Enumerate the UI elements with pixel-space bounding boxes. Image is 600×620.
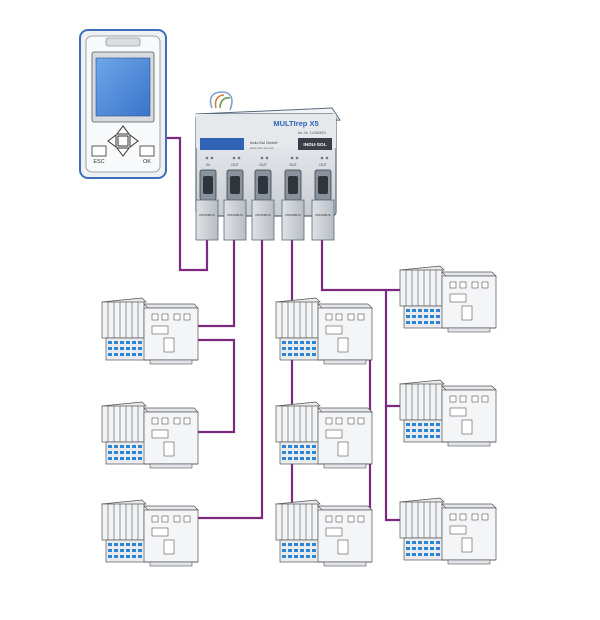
station-left-1 [101,297,199,365]
station-right-2 [399,379,497,447]
cable-handheld [165,136,209,272]
station-center-2 [275,401,373,469]
svg-text:PROFIBUS: PROFIBUS [227,213,242,217]
port-label-3: OUT [259,163,267,167]
cable-left-c [195,240,264,520]
dpad-icon [107,125,139,157]
ok-label: OK [143,159,151,165]
cable-right [320,240,400,292]
dsub-port-1: PROFIBUS [195,169,219,241]
dsub-port-3: PROFIBUS [251,169,275,241]
port-label-5: OUT [319,163,327,167]
svg-text:PROFIBUS: PROFIBUS [255,213,270,217]
hub-article-no: Art.-Nr. 114060001 [298,131,327,135]
station-left-3 [101,499,199,567]
multirep-hub: MULTIrep X5 Art.-Nr. 114060001 Indu-Sol … [195,91,341,241]
svg-text:PROFIBUS: PROFIBUS [315,213,330,217]
dsub-ports: PROFIBUS PROFIBUS PROFIBUS PROFIBUS [195,169,335,241]
hub-badge [298,138,332,150]
port-label-4: OUT [289,163,297,167]
esc-label: ESC [93,159,104,165]
hub-brand-logo: INDU-SOL [303,142,326,148]
cable-right-b [384,290,400,408]
ok-key [139,145,155,157]
hub-company: Indu-Sol GmbH [250,140,278,145]
station-center-3 [275,499,373,567]
hub-leds [205,156,329,160]
cable-right-c [384,406,400,522]
esc-key [91,145,107,157]
station-center-1 [275,297,373,365]
cable-left-b [195,338,236,434]
dsub-port-4: PROFIBUS [281,169,305,241]
hub-logo-icon [200,138,244,150]
station-left-2 [101,401,199,469]
dsub-port-2: PROFIBUS [223,169,247,241]
port-label-2: OUT [231,163,239,167]
svg-text:PROFIBUS: PROFIBUS [199,213,214,217]
port-label-1: IN [206,163,210,167]
handheld-tester: ESC OK [79,29,167,179]
station-right-3 [399,497,497,565]
cable-left-a [195,240,236,328]
handheld-top-slot [105,37,141,47]
power-wires [209,91,233,111]
svg-text:PROFIBUS: PROFIBUS [285,213,300,217]
hub-company-sub: www.indu-sol.com [250,146,275,150]
dsub-port-5: PROFIBUS [311,169,335,241]
hub-title: MULTIrep X5 [273,119,318,128]
station-right-1 [399,265,497,333]
